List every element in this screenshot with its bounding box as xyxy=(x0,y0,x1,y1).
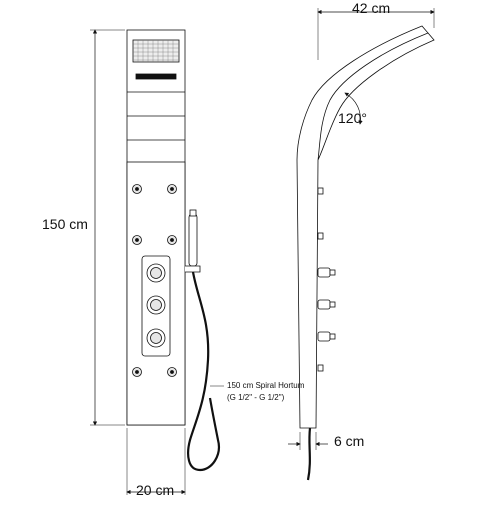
hose-label-line2: (G 1/2" - G 1/2") xyxy=(227,393,285,402)
angle-arc xyxy=(344,92,363,125)
height-label: 150 cm xyxy=(42,216,88,232)
waterfall-spout xyxy=(135,73,177,80)
front-view xyxy=(90,29,224,495)
angle-label: 120° xyxy=(338,110,367,126)
hose-label-line1: 150 cm Spiral Hortum xyxy=(227,381,305,390)
side-knob-1 xyxy=(317,267,331,278)
side-view xyxy=(288,8,435,481)
base-depth-label: 6 cm xyxy=(334,433,365,449)
spiral-hose xyxy=(187,271,220,472)
rain-head-grid xyxy=(132,39,180,63)
side-fittings xyxy=(317,187,336,372)
side-profile xyxy=(296,32,435,429)
body-jets xyxy=(132,184,177,377)
side-knob-2 xyxy=(317,299,331,310)
control-knobs xyxy=(146,263,166,348)
depth-label: 42 cm xyxy=(352,0,391,16)
side-knob-3 xyxy=(317,331,331,342)
hand-shower-holder xyxy=(185,265,201,273)
rain-head-dots xyxy=(133,40,179,62)
width-label: 20 cm xyxy=(136,482,175,498)
side-hose xyxy=(306,427,312,481)
hand-shower xyxy=(188,213,198,267)
